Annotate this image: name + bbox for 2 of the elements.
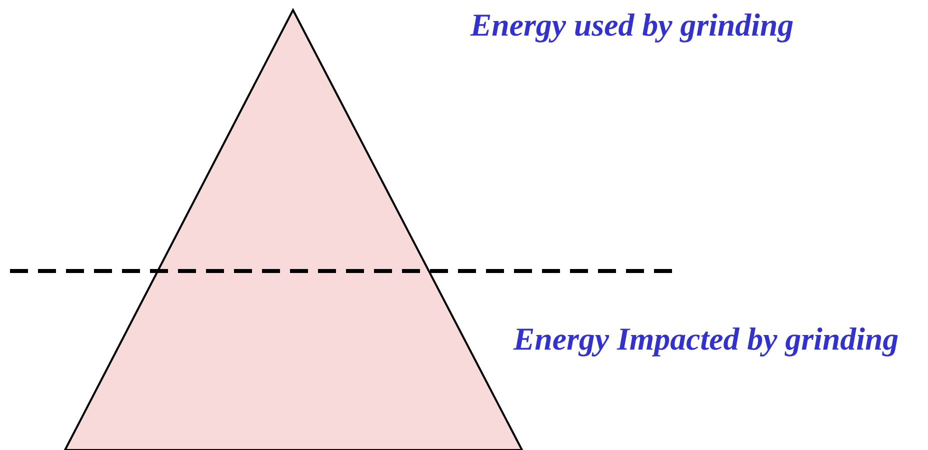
label-text: Energy Impacted by grinding [513, 327, 898, 356]
label-text: Energy used by grinding [470, 13, 793, 42]
